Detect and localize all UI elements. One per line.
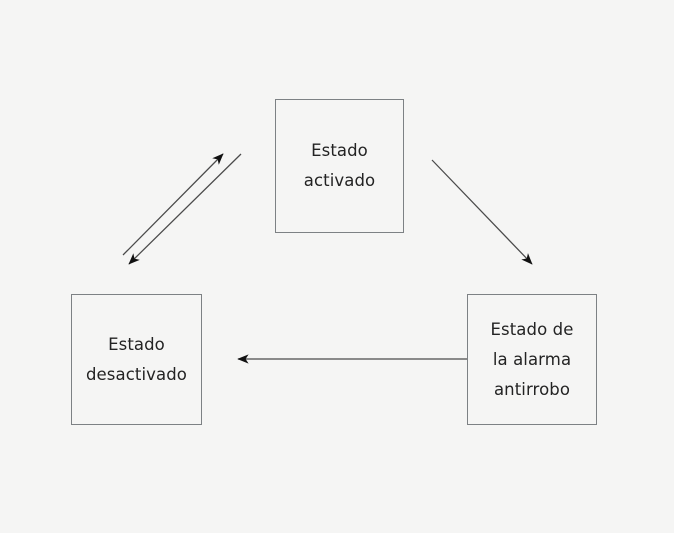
state-node-deactivated[interactable]: Estado desactivado xyxy=(71,294,202,425)
edge-activated-to-alarm xyxy=(431,159,533,265)
state-node-deactivated-label: Estado desactivado xyxy=(85,334,187,384)
edge-deactivated-to-activated xyxy=(122,153,224,256)
edge-activated-to-deactivated xyxy=(128,153,242,265)
state-node-activated[interactable]: Estado activado xyxy=(275,99,404,233)
state-node-activated-label: Estado activado xyxy=(303,141,376,190)
state-node-alarm-label: Estado de la alarma antirrobo xyxy=(490,319,574,399)
state-node-alarm[interactable]: Estado de la alarma antirrobo xyxy=(467,294,597,425)
